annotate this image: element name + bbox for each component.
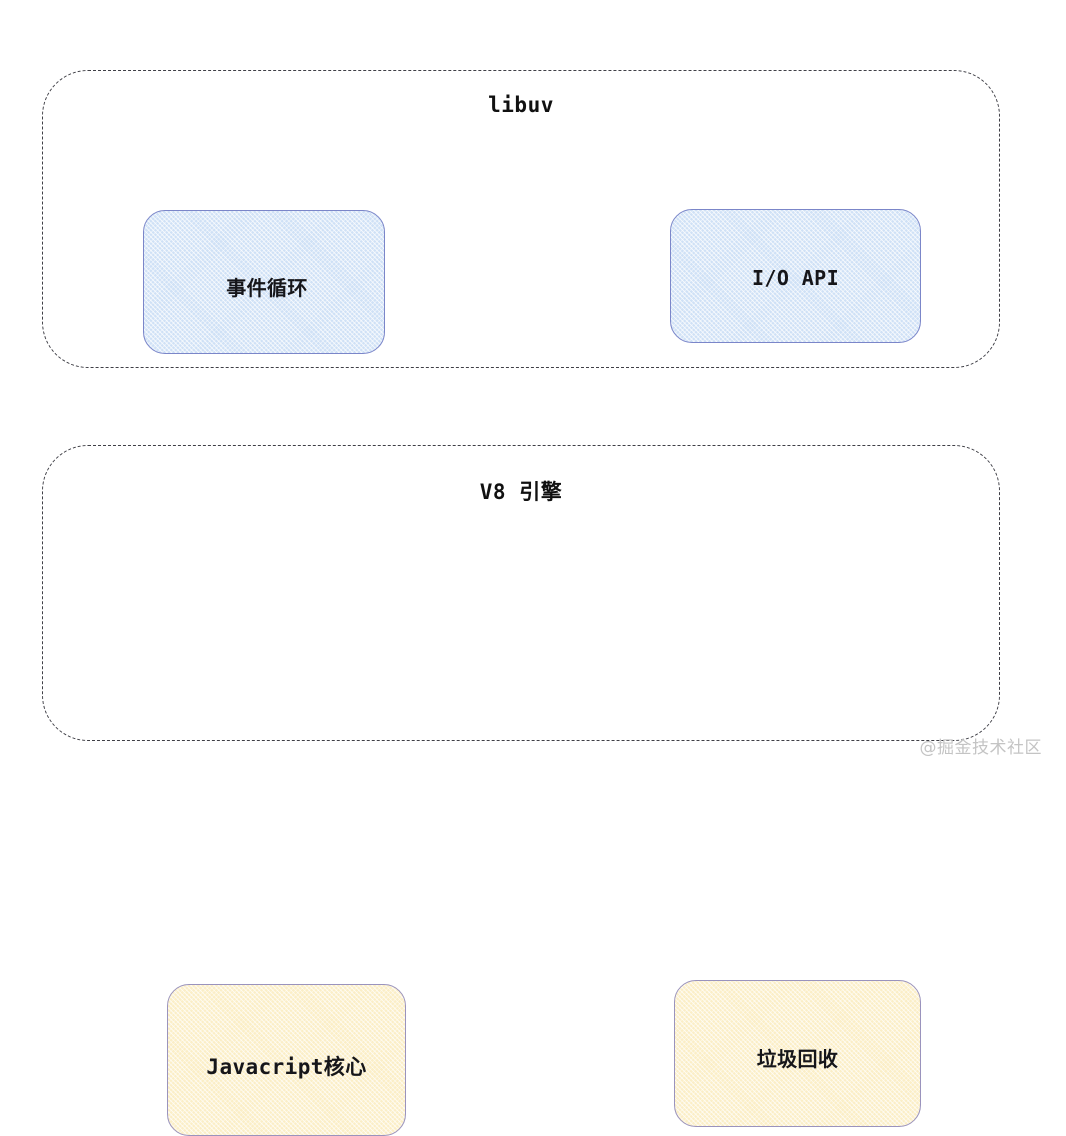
diagram-canvas: libuv 事件循环 I/O API V8 引擎 Javacript核心 垃圾回… [42, 70, 1042, 1136]
node-io-api[interactable]: I/O API [670, 209, 921, 343]
node-javascript-core-label: Javacript核心 [206, 1055, 367, 1079]
group-libuv: libuv 事件循环 I/O API [42, 70, 1000, 368]
node-garbage-collection[interactable]: 垃圾回收 [674, 980, 921, 1127]
node-event-loop-label: 事件循环 [226, 275, 308, 300]
group-v8-engine: V8 引擎 Javacript核心 垃圾回收 [42, 445, 1000, 1136]
group-v8-engine-title: V8 引擎 [479, 480, 563, 504]
node-garbage-collection-label: 垃圾回收 [756, 1047, 839, 1071]
watermark: @掘金技术社区 [919, 738, 1042, 758]
node-javascript-core[interactable]: Javacript核心 [167, 984, 406, 1136]
node-event-loop[interactable]: 事件循环 [143, 210, 385, 354]
group-libuv-title: libuv [488, 93, 554, 117]
node-io-api-label: I/O API [751, 266, 840, 290]
